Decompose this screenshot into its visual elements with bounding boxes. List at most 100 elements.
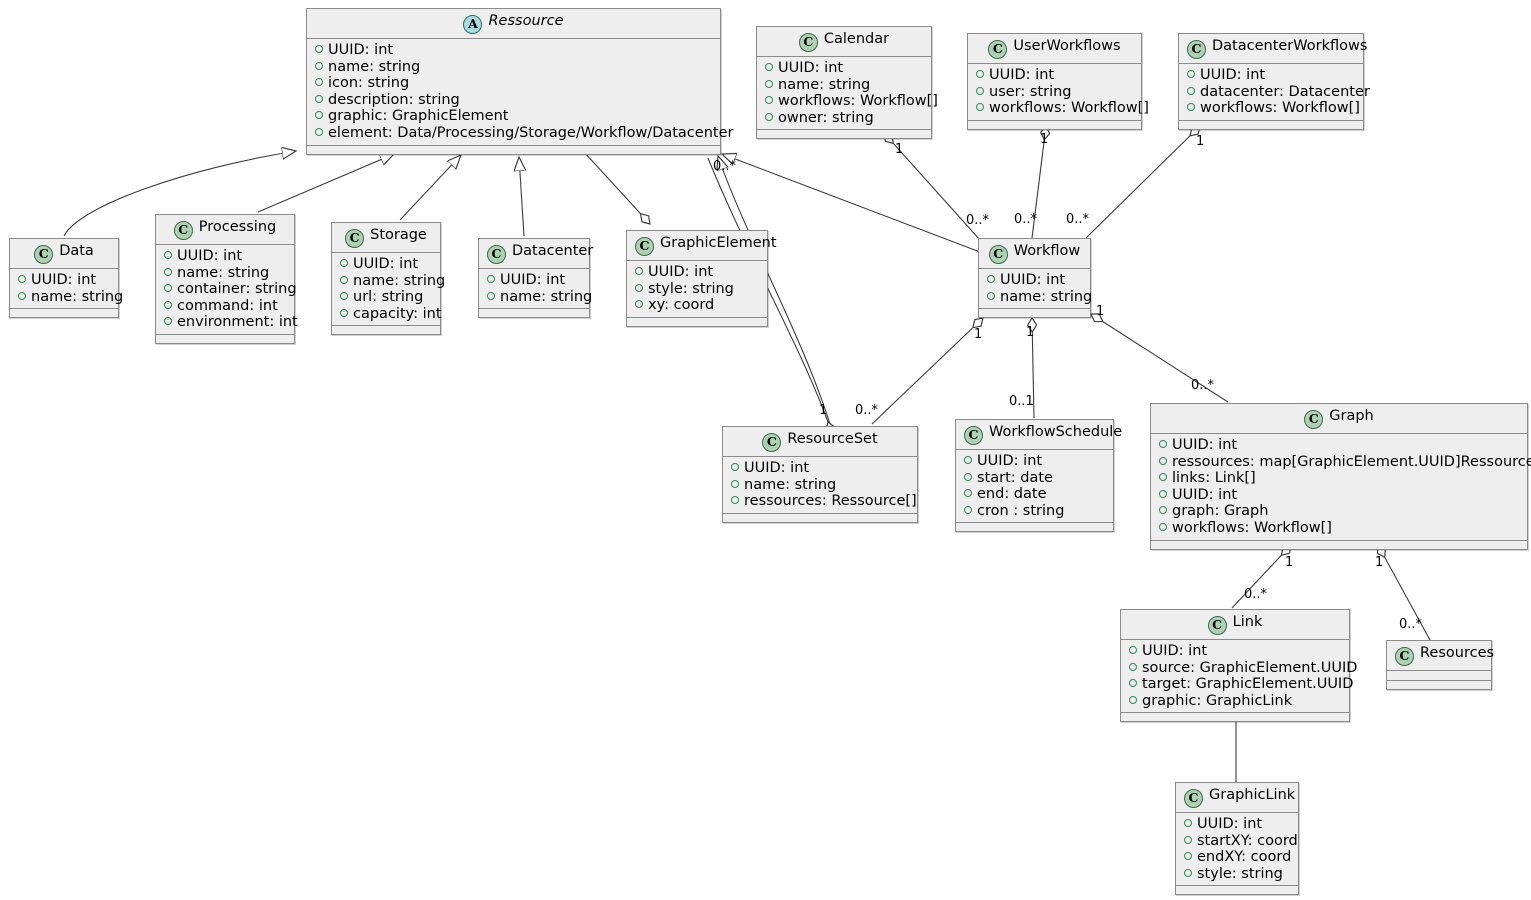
visibility-public-icon bbox=[18, 275, 26, 283]
attribute-row: name: string bbox=[763, 77, 925, 94]
attribute-text: cron : string bbox=[977, 502, 1065, 519]
multiplicity-label: 1 bbox=[974, 327, 983, 342]
attribute-text: UUID: int bbox=[1172, 437, 1238, 453]
attribute-text: xy: coord bbox=[648, 297, 715, 314]
class-attributes: UUID: int user: string workflows: Workfl… bbox=[968, 64, 1149, 120]
class-stereotype-icon: C bbox=[635, 237, 654, 256]
attribute-row: capacity: int bbox=[338, 306, 442, 323]
attribute-text: UUID: int bbox=[31, 272, 97, 288]
attribute-row: environment: int bbox=[162, 314, 298, 331]
attribute-row: workflows: Workflow[] bbox=[1185, 100, 1360, 117]
visibility-public-icon bbox=[164, 267, 172, 276]
class-methods-compartment bbox=[1176, 885, 1298, 895]
attribute-text: name: string bbox=[353, 272, 446, 289]
class-attributes: UUID: int source: GraphicElement.UUID ta… bbox=[1121, 640, 1357, 713]
visibility-public-icon bbox=[635, 267, 643, 275]
class-stereotype-icon: C bbox=[487, 245, 506, 264]
attribute-text: UUID: int bbox=[1200, 67, 1266, 83]
attribute-text: UUID: int bbox=[778, 60, 844, 76]
attribute-text: UUID: int bbox=[1000, 272, 1066, 288]
attribute-row: description: string bbox=[313, 92, 714, 109]
edge-datacenterworkflows-workflow bbox=[1085, 126, 1200, 239]
visibility-public-icon bbox=[964, 472, 972, 481]
visibility-public-icon bbox=[765, 63, 773, 71]
attribute-text: UUID: int bbox=[177, 248, 243, 264]
visibility-public-icon bbox=[315, 45, 323, 53]
visibility-public-icon bbox=[1187, 103, 1195, 112]
class-methods-compartment bbox=[979, 308, 1090, 318]
attribute-row: start: date bbox=[962, 470, 1107, 487]
multiplicity-label: 0..1 bbox=[1009, 394, 1034, 409]
class-stereotype-icon: C bbox=[964, 426, 983, 445]
attribute-text: UUID: int bbox=[328, 42, 394, 58]
attribute-row: style: string bbox=[1182, 866, 1292, 883]
attribute-text: graphic: GraphicElement bbox=[328, 108, 509, 125]
visibility-public-icon bbox=[1184, 852, 1192, 861]
class-stereotype-icon: C bbox=[1207, 616, 1227, 635]
visibility-public-icon bbox=[164, 300, 172, 309]
visibility-public-icon bbox=[1187, 86, 1195, 95]
attribute-row: UUID: int bbox=[763, 60, 925, 77]
attribute-row: name: string bbox=[729, 477, 911, 494]
attribute-text: name: string bbox=[177, 264, 270, 281]
attribute-text: name: string bbox=[1000, 288, 1093, 305]
attribute-text: style: string bbox=[1197, 865, 1283, 882]
edge-workflow-resourceset bbox=[871, 318, 983, 425]
visibility-public-icon bbox=[1159, 473, 1167, 482]
class-attributes bbox=[1387, 671, 1491, 680]
visibility-public-icon bbox=[1129, 662, 1137, 671]
attribute-row: owner: string bbox=[763, 110, 925, 127]
visibility-public-icon bbox=[731, 479, 739, 488]
multiplicity-label: 1 bbox=[1040, 132, 1049, 147]
attribute-text: ressources: map[GraphicElement.UUID]Ress… bbox=[1172, 453, 1531, 470]
attribute-text: UUID: int bbox=[648, 264, 714, 280]
class-attributes: UUID: int name: string container: string… bbox=[156, 245, 298, 334]
class-methods-compartment bbox=[332, 325, 440, 335]
class-methods-compartment bbox=[1179, 119, 1363, 129]
attribute-row: cron : string bbox=[962, 503, 1107, 520]
visibility-public-icon bbox=[1184, 868, 1192, 877]
class-methods-compartment bbox=[479, 308, 589, 318]
attribute-row: name: string bbox=[985, 289, 1092, 306]
visibility-public-icon bbox=[487, 291, 495, 300]
class-attributes: UUID: int ressources: map[GraphicElement… bbox=[1151, 434, 1531, 540]
class-stereotype-icon: C bbox=[1184, 789, 1203, 808]
multiplicity-label: 1 bbox=[895, 142, 904, 157]
attribute-row: ressources: Ressource[] bbox=[729, 493, 917, 510]
attribute-row: startXY: coord bbox=[1182, 833, 1298, 850]
visibility-public-icon bbox=[765, 79, 773, 88]
visibility-public-icon bbox=[976, 103, 984, 112]
attribute-row: user: string bbox=[974, 84, 1135, 101]
attribute-row: name: string bbox=[313, 59, 714, 76]
class-methods-compartment bbox=[10, 308, 118, 318]
class-methods-compartment bbox=[1387, 680, 1491, 689]
attribute-text: name: string bbox=[778, 76, 871, 93]
attribute-row: UUID: int bbox=[313, 42, 714, 59]
